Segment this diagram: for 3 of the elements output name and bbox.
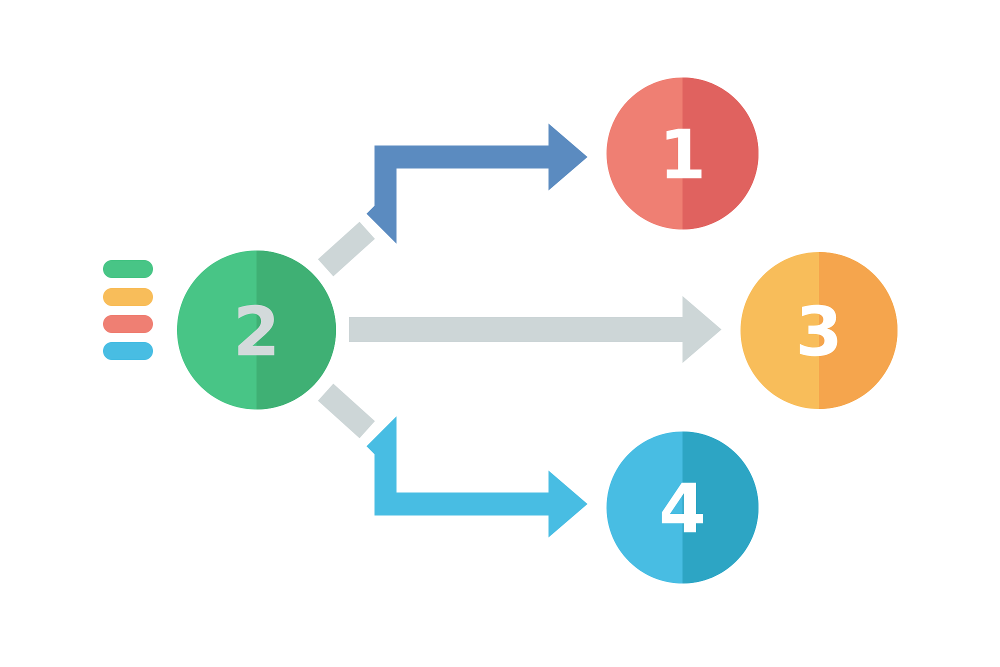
arrow [349, 296, 722, 363]
arrow [318, 124, 588, 276]
arrow [318, 384, 588, 538]
